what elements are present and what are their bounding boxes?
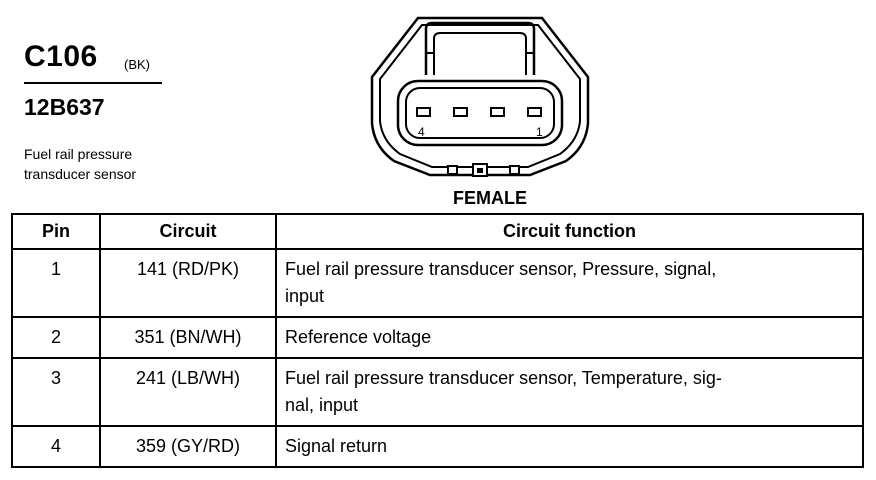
function-cell: Reference voltage <box>275 316 864 359</box>
table-header-row: Pin Circuit Circuit function <box>11 213 864 250</box>
table-row: 1 141 (RD/PK) Fuel rail pressure transdu… <box>11 248 864 318</box>
pin-label-4: 4 <box>418 125 425 139</box>
column-header-function: Circuit function <box>275 213 864 250</box>
title-underline <box>24 82 162 84</box>
circuit-cell: 141 (RD/PK) <box>99 248 277 318</box>
column-header-circuit: Circuit <box>99 213 277 250</box>
circuit-cell: 351 (BN/WH) <box>99 316 277 359</box>
function-line: Signal return <box>285 436 388 456</box>
housing-outer <box>370 16 590 177</box>
function-line: input <box>285 286 325 306</box>
key-center-fill <box>477 168 483 173</box>
part-number: 12B637 <box>24 94 105 120</box>
function-line: Fuel rail pressure transducer sensor, Pr… <box>285 259 717 279</box>
function-cell: Fuel rail pressure transducer sensor, Te… <box>275 357 864 427</box>
lock-tab-inner <box>433 32 527 75</box>
key-left <box>447 165 458 175</box>
mating-face-outer <box>396 79 564 147</box>
connector-color-code: (BK) <box>124 57 150 72</box>
pin-cell: 4 <box>11 425 101 468</box>
terminal-pin-4 <box>416 107 431 117</box>
function-line: Reference voltage <box>285 327 432 347</box>
function-line: Fuel rail pressure transducer sensor, Te… <box>285 368 722 388</box>
connector-id: C106 <box>24 40 98 73</box>
table-row: 3 241 (LB/WH) Fuel rail pressure transdu… <box>11 357 864 427</box>
terminal-pin-2 <box>490 107 505 117</box>
mating-face-inner <box>405 87 555 139</box>
pin-cell: 2 <box>11 316 101 359</box>
function-cell: Signal return <box>275 425 864 468</box>
connector-description: Fuel rail pressure transducer sensor <box>24 144 194 184</box>
column-header-pin: Pin <box>11 213 101 250</box>
pin-cell: 1 <box>11 248 101 318</box>
pin-label-1: 1 <box>536 125 543 139</box>
description-line-1: Fuel rail pressure <box>24 146 133 162</box>
lock-tab-outer <box>424 21 536 75</box>
connector-face-diagram: 4 1 <box>370 16 590 177</box>
circuit-cell: 359 (GY/RD) <box>99 425 277 468</box>
key-right <box>509 165 520 175</box>
table-row: 2 351 (BN/WH) Reference voltage <box>11 316 864 359</box>
pinout-table: Pin Circuit Circuit function 1 141 (RD/P… <box>11 213 864 468</box>
pin-cell: 3 <box>11 357 101 427</box>
circuit-cell: 241 (LB/WH) <box>99 357 277 427</box>
terminal-pin-1 <box>527 107 542 117</box>
terminal-pin-3 <box>453 107 468 117</box>
table-row: 4 359 (GY/RD) Signal return <box>11 425 864 468</box>
housing-inner <box>379 24 581 168</box>
connector-gender-label: FEMALE <box>453 188 527 208</box>
function-line: nal, input <box>285 395 359 415</box>
description-line-2: transducer sensor <box>24 166 137 182</box>
function-cell: Fuel rail pressure transducer sensor, Pr… <box>275 248 864 318</box>
